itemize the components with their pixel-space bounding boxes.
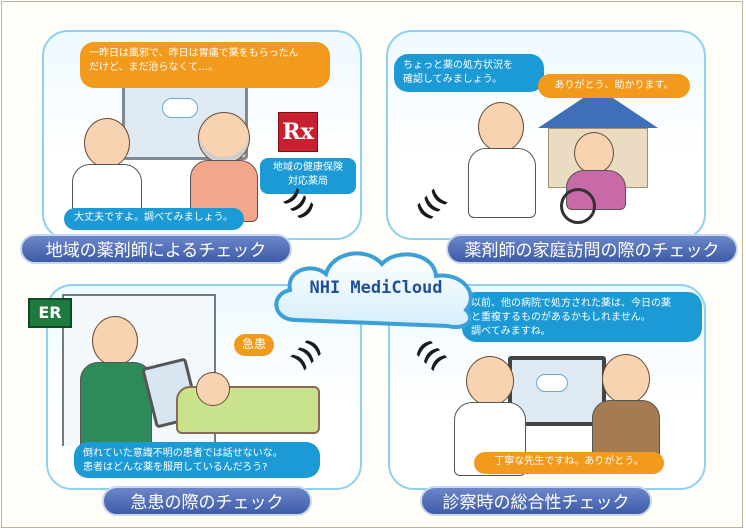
bubble-patient: 一昨日は風邪で、昨日は胃痛で薬をもらったん だけど、まだ治らなくて…。 — [80, 42, 330, 88]
medicloud-label: NHI MediCloud — [309, 278, 443, 298]
wheelchair-patient-figure — [556, 132, 646, 224]
panel-home-visit: ちょっと薬の処方状況を 確認してみましょう。 ありがとう、助かります。 — [386, 30, 706, 240]
er-sign: ER — [28, 298, 72, 328]
pharmacist-figure — [62, 118, 152, 224]
panel-local-pharmacist: 一昨日は風邪で、昨日は胃痛で薬をもらったん だけど、まだ治らなくて…。 大丈夫で… — [42, 30, 362, 240]
rx-sign-icon: Rx — [278, 112, 318, 152]
title-consultation: 診察時の総合性チェック — [420, 486, 652, 516]
cloud-icon — [162, 98, 198, 118]
doctor-figure — [76, 316, 156, 456]
bubble-patient: ありがとう、助かります。 — [538, 74, 690, 98]
panel-emergency: 急患 倒れていた意識不明の患者では話せないな。 患者はどんな薬を服用しているんだ… — [46, 284, 362, 490]
title-home-visit: 薬剤師の家庭訪問の際のチェック — [446, 234, 738, 264]
bubble-pharmacy-label: 地域の健康保険 対応薬局 — [260, 158, 356, 194]
bubble-doctor: 倒れていた意識不明の患者では話せないな。 患者はどんな薬を服用しているんだろう? — [74, 442, 320, 478]
cloud-icon — [536, 374, 568, 392]
bubble-patient: 丁寧な先生ですね。ありがとう。 — [474, 452, 664, 474]
patient-head — [196, 372, 230, 406]
bubble-doctor: 以前、他の病院で処方された薬は、今日の薬 と重複するものがあるかもしれません。 … — [462, 292, 702, 342]
elderly-woman-figure — [184, 112, 264, 222]
medicloud: NHI MediCloud — [266, 244, 486, 334]
title-local-pharmacist: 地域の薬剤師によるチェック — [20, 234, 292, 264]
pharmacist-figure — [462, 102, 542, 222]
title-emergency: 急患の際のチェック — [102, 486, 312, 516]
tag-emergency: 急患 — [234, 334, 274, 356]
bubble-pharmacist: ちょっと薬の処方状況を 確認してみましょう。 — [394, 54, 544, 92]
bubble-pharmacist: 大丈夫ですよ。調べてみましょう。 — [64, 208, 244, 230]
